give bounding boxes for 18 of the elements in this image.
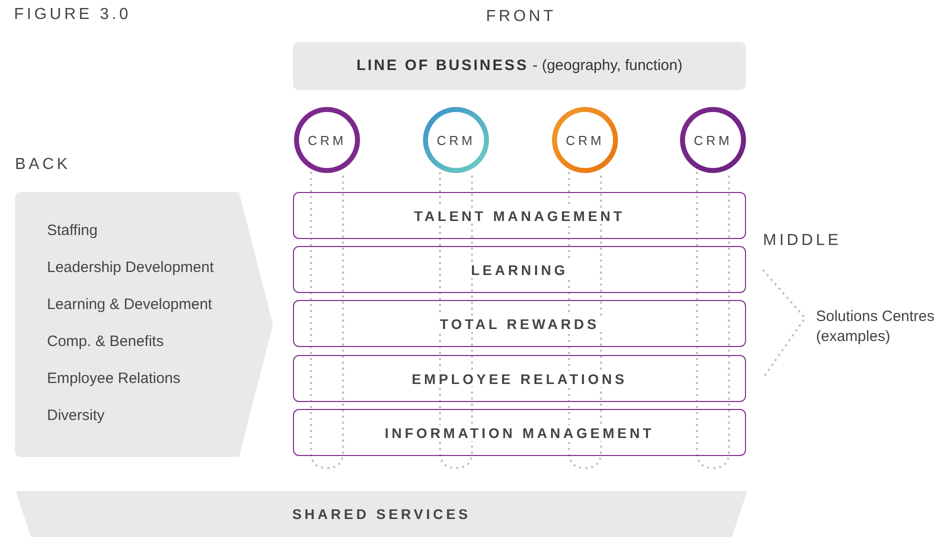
line-of-business-bar: LINE OF BUSINESS - (geography, function) — [293, 42, 746, 90]
figure-title: FIGURE 3.0 — [14, 6, 132, 24]
section-label: MIDDLE — [763, 232, 842, 250]
solution-centre-bar — [293, 192, 746, 239]
list-item: Leadership Development — [47, 259, 214, 276]
solution-centre-bar — [293, 300, 746, 347]
list-item: Learning & Development — [47, 296, 212, 313]
list-item: Comp. & Benefits — [47, 333, 164, 350]
section-label: BACK — [15, 156, 71, 174]
list-item: Staffing — [47, 222, 98, 239]
bar-label: SHARED SERVICES — [292, 506, 471, 522]
solution-centre-bar — [293, 246, 746, 293]
solution-centre-bar — [293, 409, 746, 456]
list-item: Diversity — [47, 407, 105, 424]
list-item: Employee Relations — [47, 370, 180, 387]
solution-centre-bar — [293, 355, 746, 402]
section-label: FRONT — [486, 8, 556, 26]
note-text: Solutions Centres (examples) — [816, 307, 936, 347]
